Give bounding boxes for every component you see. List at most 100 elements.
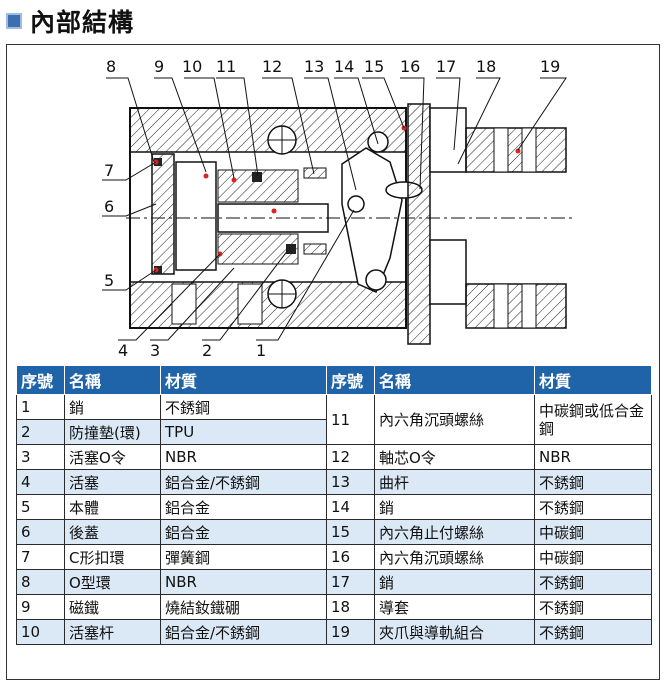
part-no: 12 [326, 444, 375, 470]
part-no: 3 [16, 444, 65, 470]
body-top-hatch [129, 107, 407, 153]
part-no: 5 [16, 494, 65, 520]
table-row: 7 C形扣環 彈簧鋼 16 內六角沉頭螺絲 中碳鋼 [16, 544, 652, 570]
callout-15: 15 [364, 57, 384, 76]
guide-sleeve-lower [429, 239, 467, 305]
parts-table: 序號 名稱 材質 序號 名稱 材質 1 銷 不銹鋼 11 內六角沉頭螺絲 中碳鋼… [16, 365, 652, 645]
guide-sleeve [429, 107, 467, 173]
callout-12: 12 [262, 57, 282, 76]
square-bullet-icon [6, 13, 22, 29]
jaw-finger-bottom-slot [493, 283, 509, 329]
header-no-left: 序號 [16, 365, 65, 395]
header-material-right: 材質 [534, 365, 652, 395]
callout-4: 4 [118, 341, 128, 360]
part-name: O型環 [64, 569, 161, 595]
table-row: 8 O型環 NBR 17 銷 不銹鋼 [16, 569, 652, 595]
part-no: 10 [16, 619, 65, 645]
part-name: 活塞 [64, 469, 161, 495]
part-name: 磁鐵 [64, 594, 161, 620]
callout-18: 18 [476, 57, 496, 76]
part-no: 2 [16, 419, 65, 445]
callout-5: 5 [104, 271, 114, 290]
callout-2: 2 [202, 341, 212, 360]
part-name: 軸芯O令 [374, 444, 535, 470]
rod-seal-top [303, 167, 327, 179]
part-material: 不銹鋼 [534, 594, 652, 620]
callout-1: 1 [256, 341, 266, 360]
part-no: 1 [16, 394, 65, 420]
part-name: 銷 [374, 569, 535, 595]
part-material: 鋁合金 [160, 494, 327, 520]
part-material: 燒結釹鐵硼 [160, 594, 327, 620]
callout-16: 16 [400, 57, 420, 76]
part-name: 內六角沉頭螺絲 [374, 394, 535, 445]
header-material-left: 材質 [160, 365, 327, 395]
table-row: 5 本體 鋁合金 14 銷 不銹鋼 [16, 494, 652, 520]
jaw-finger-top [465, 127, 567, 173]
part-name: 夾爪與導軌組合 [374, 619, 535, 645]
header-no-right: 序號 [326, 365, 375, 395]
part-material: 不銹鋼 [160, 394, 327, 420]
part-no: 6 [16, 519, 65, 545]
callout-6: 6 [104, 197, 114, 216]
pivot-pin-center [347, 195, 365, 213]
callout-8: 8 [106, 57, 116, 76]
part-name: 本體 [64, 494, 161, 520]
part-name: 活塞杆 [64, 619, 161, 645]
table-row: 2 防撞墊(環) TPU [16, 419, 652, 445]
callout-17: 17 [436, 57, 456, 76]
part-no: 16 [326, 544, 375, 570]
part-no: 7 [16, 544, 65, 570]
table-row: 6 後蓋 鋁合金 15 內六角止付螺絲 中碳鋼 [16, 519, 652, 545]
callout-11: 11 [216, 57, 236, 76]
callout-19: 19 [540, 57, 560, 76]
part-no: 9 [16, 594, 65, 620]
callout-10: 10 [182, 57, 202, 76]
part-name: 防撞墊(環) [64, 419, 161, 445]
part-name: 內六角止付螺絲 [374, 519, 535, 545]
header-name-right: 名稱 [374, 365, 535, 395]
part-material: 彈簧鋼 [160, 544, 327, 570]
part-name: 後蓋 [64, 519, 161, 545]
page-title: 內部結構 [30, 8, 135, 37]
o-ring-seal-4 [286, 244, 296, 254]
table-row: 10 活塞杆 鋁合金/不銹鋼 19 夾爪與導軌組合 不銹鋼 [16, 619, 652, 645]
part-material: 鋁合金/不銹鋼 [160, 619, 327, 645]
jaw-finger-bottom [465, 283, 567, 329]
part-material: NBR [160, 444, 327, 470]
part-material: 中碳鋼或低合金鋼 [534, 394, 652, 445]
callout-14: 14 [334, 57, 354, 76]
part-material: 不銹鋼 [534, 619, 652, 645]
pivot-pin-top [367, 131, 389, 153]
part-no: 13 [326, 469, 375, 495]
part-name: 曲杆 [374, 469, 535, 495]
table-row: 9 磁鐵 燒結釹鐵硼 18 導套 不銹鋼 [16, 594, 652, 620]
piston-rod-lower [217, 233, 299, 265]
section-heading: 內部結構 [6, 4, 134, 38]
port-right [237, 283, 263, 325]
part-material: 不銹鋼 [534, 469, 652, 495]
table-row: 4 活塞 鋁合金/不銹鋼 13 曲杆 不銹鋼 [16, 469, 652, 495]
port-left [171, 283, 197, 325]
part-name: 銷 [374, 494, 535, 520]
part-no: 17 [326, 569, 375, 595]
part-name: 活塞O令 [64, 444, 161, 470]
jaw-flange-hatch [407, 103, 431, 345]
part-no: 8 [16, 569, 65, 595]
part-material: 不銹鋼 [534, 494, 652, 520]
rod-seal-bottom [303, 243, 327, 255]
header-name-left: 名稱 [64, 365, 161, 395]
part-material: 鋁合金/不銹鋼 [160, 469, 327, 495]
part-material: 中碳鋼 [534, 544, 652, 570]
table-row: 1 銷 不銹鋼 11 內六角沉頭螺絲 中碳鋼或低合金鋼 [16, 394, 652, 445]
callout-9: 9 [154, 57, 164, 76]
pivot-pin-bottom [365, 269, 387, 291]
part-material: 不銹鋼 [534, 569, 652, 595]
table-row: 3 活塞O令 NBR 12 軸芯O令 NBR [16, 444, 652, 470]
callout-13: 13 [304, 57, 324, 76]
o-ring-seal-3 [252, 172, 262, 182]
body-bottom-hatch [129, 281, 407, 329]
callout-3: 3 [150, 341, 160, 360]
leader-lines [102, 77, 567, 341]
part-name: 銷 [64, 394, 161, 420]
